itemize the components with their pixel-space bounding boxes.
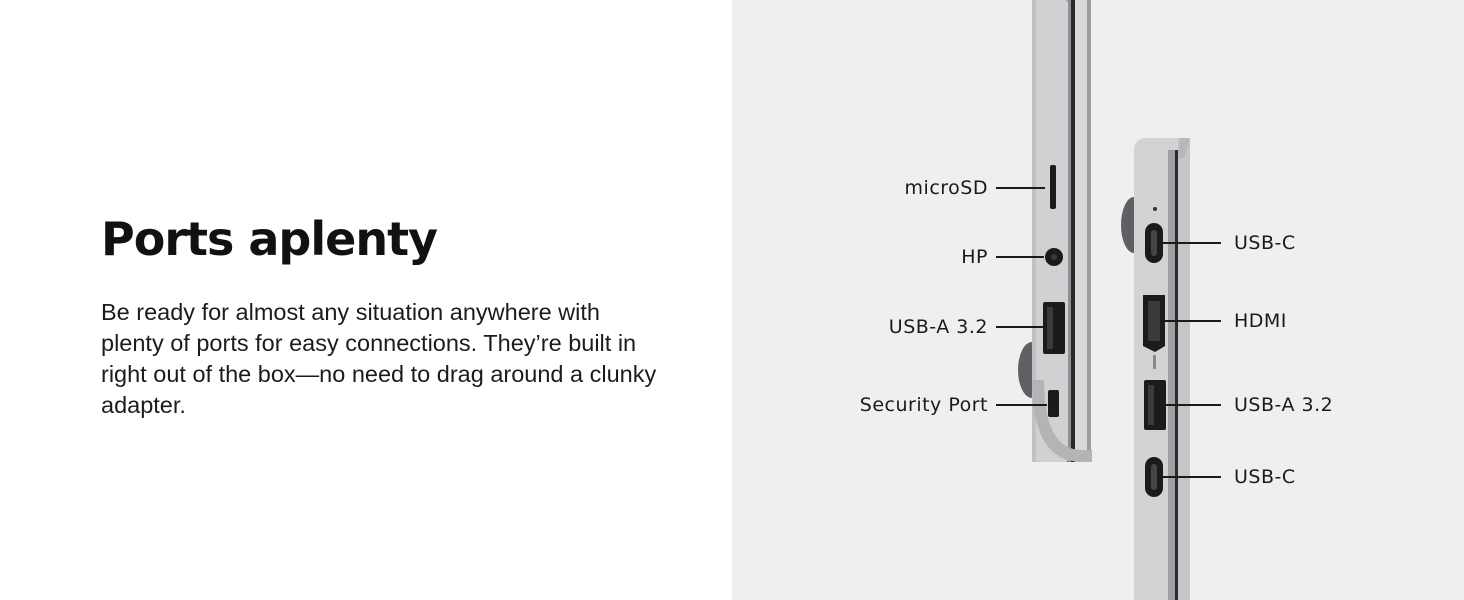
- label-usb-a-right: USB-A 3.2: [1234, 394, 1334, 416]
- label-microsd: microSD: [904, 177, 988, 199]
- label-usb-c-bottom: USB-C: [1234, 466, 1296, 488]
- label-hdmi: HDMI: [1234, 310, 1287, 332]
- ports-illustration-panel: microSD HP USB-A 3.2 Security Port USB-C…: [732, 0, 1464, 600]
- label-hp: HP: [961, 246, 988, 268]
- label-security-port: Security Port: [859, 394, 988, 416]
- label-usb-a-left: USB-A 3.2: [888, 316, 988, 338]
- security-port-icon: [1048, 390, 1059, 417]
- description-text: Be ready for almost any situation anywhe…: [101, 299, 657, 418]
- microsd-port-icon: [1050, 165, 1056, 209]
- usb-a-port-right-icon: [1144, 380, 1166, 430]
- callout-lines: [996, 187, 1221, 478]
- right-laptop-side: [1121, 138, 1190, 600]
- page-title: Ports aplenty: [101, 212, 438, 266]
- usb-a-port-icon: [1043, 302, 1065, 354]
- left-laptop-side: [1018, 0, 1092, 462]
- laptop-side-views-illustration: [996, 0, 1221, 600]
- label-usb-c-top: USB-C: [1234, 232, 1296, 254]
- text-panel: Ports aplenty Be ready for almost any si…: [101, 212, 657, 418]
